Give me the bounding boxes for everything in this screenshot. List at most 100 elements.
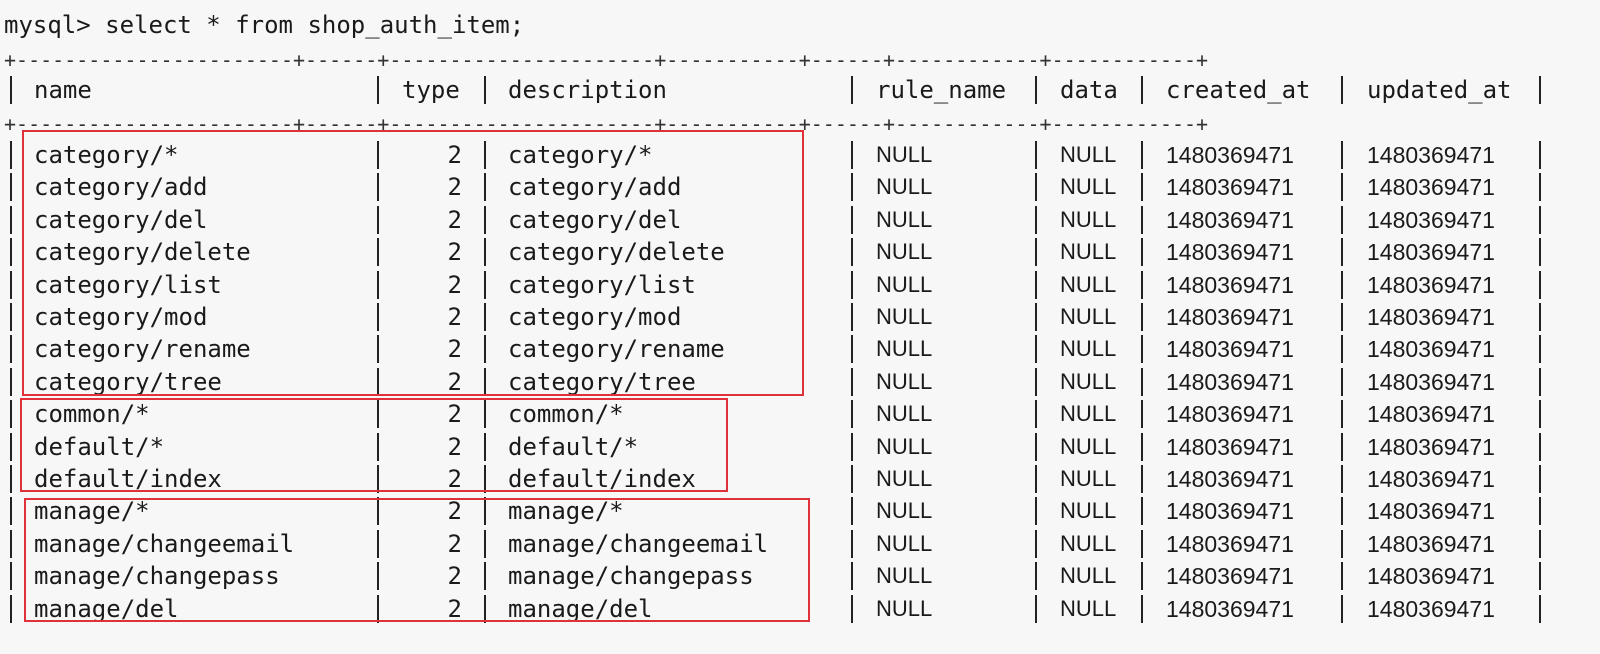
cell-rule-name: NULL <box>876 466 933 491</box>
cell-description: category/rename <box>508 335 725 364</box>
column-divider <box>1035 173 1037 202</box>
column-header-rule-name: rule_name <box>876 76 1007 104</box>
column-divider <box>1035 529 1037 558</box>
cell-rule-name: NULL <box>876 206 933 232</box>
column-divider <box>1141 594 1143 623</box>
column-divider <box>10 76 12 104</box>
column-divider <box>484 594 486 623</box>
cell-created-at: 1480369471 <box>1166 206 1294 233</box>
column-divider <box>1035 141 1037 169</box>
column-divider <box>1141 205 1143 234</box>
column-divider <box>377 141 379 169</box>
column-divider <box>1539 465 1541 493</box>
column-divider <box>1341 141 1343 169</box>
column-divider <box>851 76 853 104</box>
cell-rule-name: NULL <box>876 530 933 556</box>
cell-type: 2 <box>447 303 462 331</box>
cell-rule-name: NULL <box>876 336 933 362</box>
column-divider <box>1341 303 1343 331</box>
column-divider <box>1035 594 1037 623</box>
column-divider <box>377 367 379 396</box>
column-divider <box>1341 173 1343 202</box>
column-divider <box>484 465 486 493</box>
column-divider <box>851 303 853 331</box>
column-divider <box>1539 497 1541 526</box>
cell-data: NULL <box>1060 239 1117 265</box>
column-divider <box>377 303 379 331</box>
cell-name: manage/changepass <box>34 562 280 591</box>
column-divider <box>1341 270 1343 299</box>
cell-data: NULL <box>1060 433 1117 459</box>
cell-description: category/add <box>508 173 682 202</box>
column-divider <box>10 367 12 396</box>
cell-rule-name: NULL <box>876 563 933 589</box>
cell-type: 2 <box>447 238 462 267</box>
column-divider <box>1035 335 1037 364</box>
column-divider <box>1539 562 1541 591</box>
column-divider <box>1539 594 1541 623</box>
cell-updated-at: 1480369471 <box>1367 239 1495 266</box>
cell-rule-name: NULL <box>876 174 933 200</box>
cell-description: manage/changeemail <box>508 529 769 558</box>
column-divider <box>484 562 486 591</box>
cell-description: manage/changepass <box>508 562 754 591</box>
cell-created-at: 1480369471 <box>1166 530 1294 557</box>
table-border-header: +-----------------------+------+--------… <box>4 112 1209 136</box>
cell-name: common/* <box>34 400 150 429</box>
column-divider <box>484 303 486 331</box>
column-divider <box>1141 367 1143 396</box>
cell-created-at: 1480369471 <box>1166 433 1294 460</box>
column-divider <box>851 594 853 623</box>
cell-data: NULL <box>1060 466 1117 491</box>
column-divider <box>1341 400 1343 429</box>
column-divider <box>484 173 486 202</box>
cell-name: category/tree <box>34 367 222 396</box>
table-header-row: name type description rule_name data cre… <box>0 74 1600 106</box>
column-divider <box>377 76 379 104</box>
column-divider <box>851 238 853 267</box>
column-divider <box>1035 270 1037 299</box>
column-divider <box>1035 76 1037 104</box>
column-divider <box>1035 562 1037 591</box>
cell-created-at: 1480369471 <box>1166 368 1294 395</box>
cell-data: NULL <box>1060 336 1117 362</box>
column-divider <box>851 400 853 429</box>
mysql-prompt: mysql> <box>4 11 106 39</box>
column-divider <box>377 205 379 234</box>
column-divider <box>10 497 12 526</box>
column-divider <box>1141 270 1143 299</box>
column-divider <box>10 562 12 591</box>
column-divider <box>1539 76 1541 104</box>
column-divider <box>484 270 486 299</box>
cell-description: category/mod <box>508 303 682 331</box>
column-divider <box>1341 562 1343 591</box>
column-divider <box>484 432 486 461</box>
column-divider <box>1141 238 1143 267</box>
cell-name: category/delete <box>34 238 251 267</box>
cell-description: default/index <box>508 465 696 493</box>
column-divider <box>1141 76 1143 104</box>
column-divider <box>1035 432 1037 461</box>
highlight-box-category <box>22 130 804 396</box>
column-divider <box>10 400 12 429</box>
cell-created-at: 1480369471 <box>1166 174 1294 201</box>
cell-name: category/add <box>34 173 208 202</box>
cell-description: common/* <box>508 400 624 429</box>
column-divider <box>10 303 12 331</box>
cell-updated-at: 1480369471 <box>1367 336 1495 363</box>
column-divider <box>10 238 12 267</box>
cell-rule-name: NULL <box>876 304 933 329</box>
cell-updated-at: 1480369471 <box>1367 206 1495 233</box>
column-divider <box>1341 238 1343 267</box>
column-divider <box>484 529 486 558</box>
column-divider <box>1141 400 1143 429</box>
column-divider <box>10 173 12 202</box>
cell-updated-at: 1480369471 <box>1367 368 1495 395</box>
column-divider <box>851 497 853 526</box>
